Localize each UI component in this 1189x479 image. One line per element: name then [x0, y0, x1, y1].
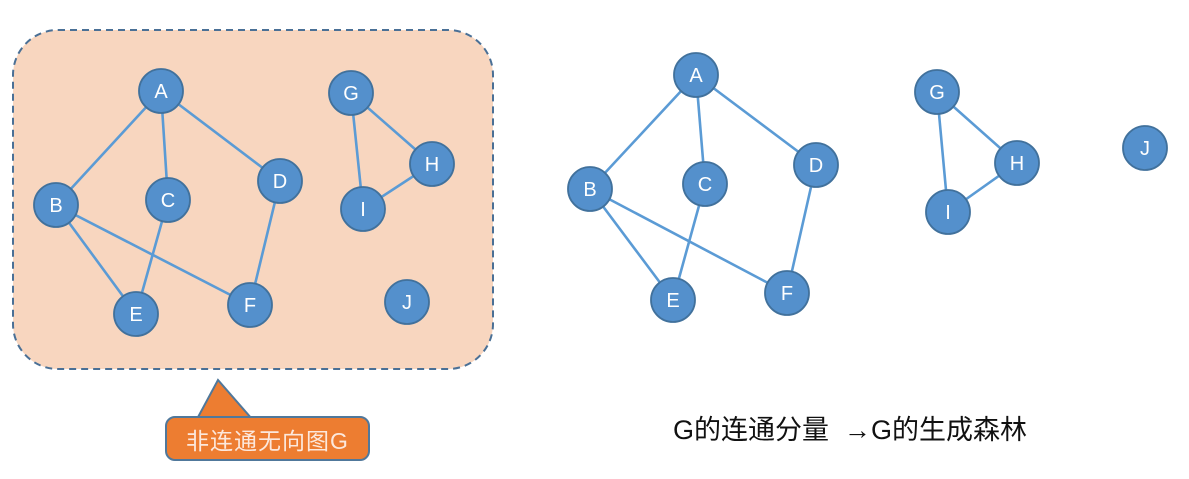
edge-A-D	[159, 89, 282, 183]
node-E-original	[113, 291, 159, 337]
edge-A-D	[694, 73, 818, 167]
node-label-I-components: I	[945, 202, 951, 224]
node-label-G-original: G	[343, 83, 359, 105]
edge-A-B	[588, 73, 698, 191]
edge-A-B	[54, 89, 163, 207]
callout-label: 非连通无向图G	[186, 427, 349, 454]
node-label-A-components: A	[689, 65, 703, 87]
node-D-original	[257, 158, 303, 204]
node-label-B-components: B	[583, 179, 596, 201]
callout-bubble: 非连通无向图G	[165, 416, 370, 461]
node-label-H-original: H	[425, 154, 439, 176]
node-G-original	[328, 70, 374, 116]
node-label-C-original: C	[161, 190, 175, 212]
node-A-original	[138, 68, 184, 114]
caption-text: G的连通分量 →G的生成森林	[672, 415, 1027, 445]
node-J-components	[1122, 125, 1168, 171]
node-D-components	[793, 142, 839, 188]
node-H-components	[994, 140, 1040, 186]
node-B-original	[33, 182, 79, 228]
node-I-components	[925, 189, 971, 235]
node-label-E-components: E	[666, 290, 679, 312]
node-label-J-original: J	[402, 292, 412, 314]
node-E-components	[650, 277, 696, 323]
node-A-components	[673, 52, 719, 98]
node-F-components	[764, 270, 810, 316]
node-label-E-original: E	[129, 304, 142, 326]
node-label-C-components: C	[698, 174, 712, 196]
node-label-H-components: H	[1010, 153, 1024, 175]
node-H-original	[409, 141, 455, 187]
edge-B-E	[588, 187, 675, 302]
node-label-D-components: D	[809, 155, 823, 177]
node-label-G-components: G	[929, 82, 945, 104]
node-C-components	[682, 161, 728, 207]
node-I-original	[340, 186, 386, 232]
non-connected-graph-boundary	[12, 29, 494, 370]
node-label-B-original: B	[49, 195, 62, 217]
node-label-F-components: F	[781, 283, 793, 305]
node-F-original	[227, 282, 273, 328]
callout-pointer	[195, 378, 255, 420]
node-label-F-original: F	[244, 295, 256, 317]
node-label-J-components: J	[1140, 138, 1150, 160]
graph-original: A B C D E F G H I J	[33, 68, 455, 337]
node-B-components	[567, 166, 613, 212]
node-label-D-original: D	[273, 171, 287, 193]
node-C-original	[145, 177, 191, 223]
graph-components: A B C D E F G H I J	[567, 52, 1168, 323]
node-label-A-original: A	[154, 81, 168, 103]
node-label-I-original: I	[360, 199, 366, 221]
node-J-original	[384, 279, 430, 325]
node-G-components	[914, 69, 960, 115]
